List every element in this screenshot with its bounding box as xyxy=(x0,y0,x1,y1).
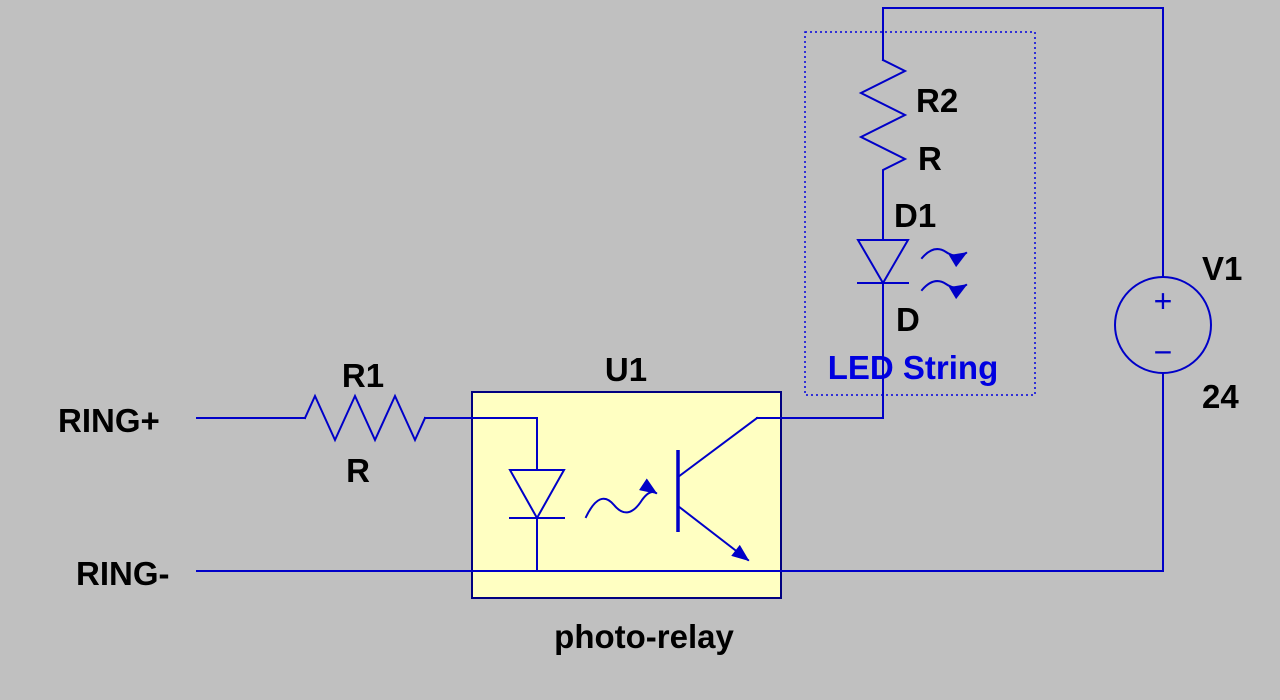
resistor-r2-symbol xyxy=(858,58,908,181)
photo-relay-body xyxy=(471,391,782,599)
net-label-ring-plus: RING+ xyxy=(58,402,160,439)
phototransistor-symbol xyxy=(676,416,759,562)
light-emission-arrows-icon xyxy=(920,248,968,300)
opto-led-symbol xyxy=(508,417,566,572)
label-led-string: LED String xyxy=(828,349,999,386)
label-v1-name: V1 xyxy=(1202,250,1242,287)
label-r1-name: R1 xyxy=(342,357,384,394)
wire-top-supply xyxy=(882,7,1164,278)
label-u1-name: U1 xyxy=(605,351,647,388)
opto-led-triangle xyxy=(508,469,566,521)
led-d1-symbol xyxy=(856,179,910,285)
optical-coupling-arrow-icon xyxy=(584,478,658,519)
v1-circle xyxy=(1114,276,1212,374)
phototransistor-collector xyxy=(676,416,759,479)
label-r2-name: R2 xyxy=(916,82,958,119)
label-d1-value: D xyxy=(896,301,920,338)
v1-plus-sign: + xyxy=(1154,283,1173,319)
phototransistor-emitter-arrow xyxy=(676,504,750,562)
led-string-boundary xyxy=(804,31,1036,396)
resistor-r1-symbol xyxy=(303,393,427,443)
v1-minus-sign: − xyxy=(1154,334,1173,370)
net-label-ring-minus: RING- xyxy=(76,555,170,592)
label-d1-name: D1 xyxy=(894,197,936,234)
label-r1-value: R xyxy=(346,452,370,489)
d1-triangle xyxy=(856,239,910,285)
label-v1-value: 24 xyxy=(1202,378,1239,415)
voltage-source-v1-symbol: + − xyxy=(1114,276,1212,374)
label-u1-caption: photo-relay xyxy=(554,618,734,655)
label-r2-value: R xyxy=(918,140,942,177)
light-arrow-bottom xyxy=(920,280,968,300)
light-arrow-top xyxy=(920,248,968,268)
